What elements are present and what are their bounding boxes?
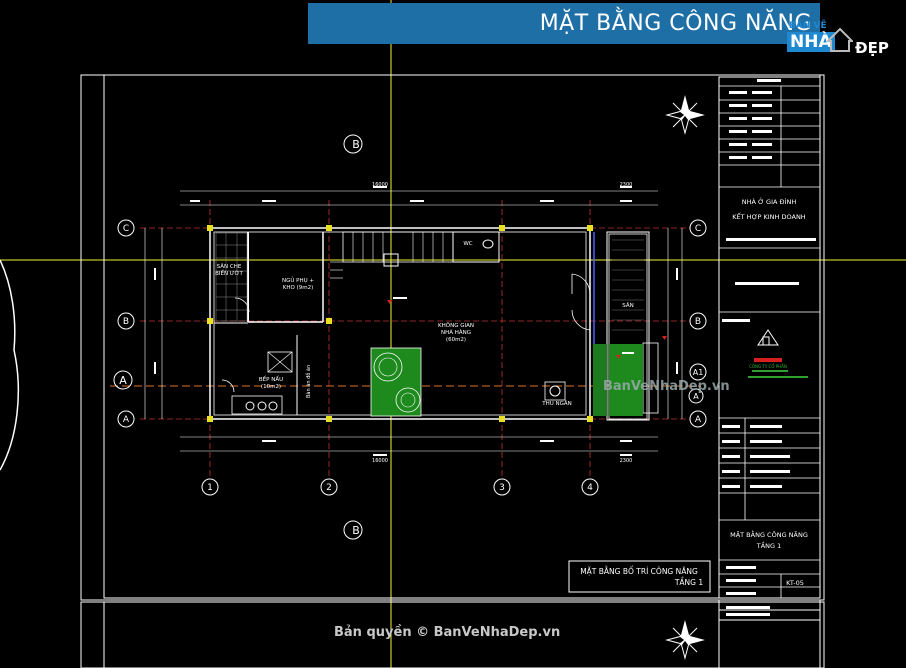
copyright: Bản quyền © BanVeNhaDep.vn [334,625,561,640]
axis-label-b-right: B [695,317,701,327]
title-block [718,76,821,599]
tb-project-line2: KẾT HỢP KINH DOANH [732,211,806,221]
tb-project-line1: NHÀ Ở GIA ĐÌNH [742,196,797,206]
tree-planter [370,347,422,417]
courtyard [593,233,648,420]
plan-caption-line1: MẶT BẰNG BỐ TRÍ CÔNG NĂNG [580,566,698,576]
section-mark-b-bottom: B [352,524,360,537]
north-arrow [665,95,705,135]
house-icon [827,28,853,52]
axis-label-a-left: A [123,415,130,425]
room-label-bep-nau: BẾP NẤU(10m2) [259,375,283,390]
dim-total-top: 16000 [372,182,388,188]
logo-brand-main: NHÀ [787,32,835,52]
site-logo: BẢN VẼ NHÀ ĐẸP [785,20,900,64]
dim-total-bottom: 16000 [372,458,388,464]
tb-drawing-title-2: TẦNG 1 [756,540,782,550]
north-arrow-2 [665,620,705,660]
tb-company: CÔNG TY CỔ PHẦN [749,364,787,369]
sheet-border-next [80,601,825,668]
room-label-thu-ngan: THU NGÂN [541,400,572,407]
section-mark-b-top: B [352,138,360,151]
logo-brand-suffix: ĐẸP [855,39,889,57]
axis-label-c-left: C [123,224,129,234]
dim-right-top: 2300 [620,182,633,188]
title-banner: MẶT BẰNG CÔNG NĂNG [308,3,820,44]
tb-drawing-title-1: MẶT BẰNG CÔNG NĂNG [730,529,808,539]
axis-label-3: 3 [499,483,505,493]
axis-label-c-right: C [695,224,701,234]
section-mark-a-left: A [119,374,127,387]
axis-label-1: 1 [207,483,213,493]
axis-label-b-left: B [123,317,129,327]
floor-plan [209,227,659,421]
axis-label-2: 2 [326,483,332,493]
axis-label-a-right: A [695,415,702,425]
arc-left [0,259,20,471]
room-label-ngu-phu: NGỦ PHỤ +KHO (9m2) [282,276,314,291]
banner-title: MẶT BẰNG CÔNG NĂNG [539,11,812,36]
room-label-san: SÂN [622,302,633,309]
plan-caption-line2: TẦNG 1 [674,577,704,587]
logo-brand-top: BẢN VẼ [789,21,827,31]
axis-label-4: 4 [587,483,593,493]
watermark: BanVeNhaDep.vn [603,379,730,394]
dim-right-bottom: 2300 [620,458,633,464]
section-mark-a-right: A [693,392,699,401]
axis-label-a1: A1 [693,368,704,377]
label-ban-an: Bàn ăn đồ ăn [304,365,312,398]
tb-sheet-no: KT-05 [786,579,804,587]
plan-caption-box [568,560,711,593]
room-label-wc: WC [463,241,472,247]
